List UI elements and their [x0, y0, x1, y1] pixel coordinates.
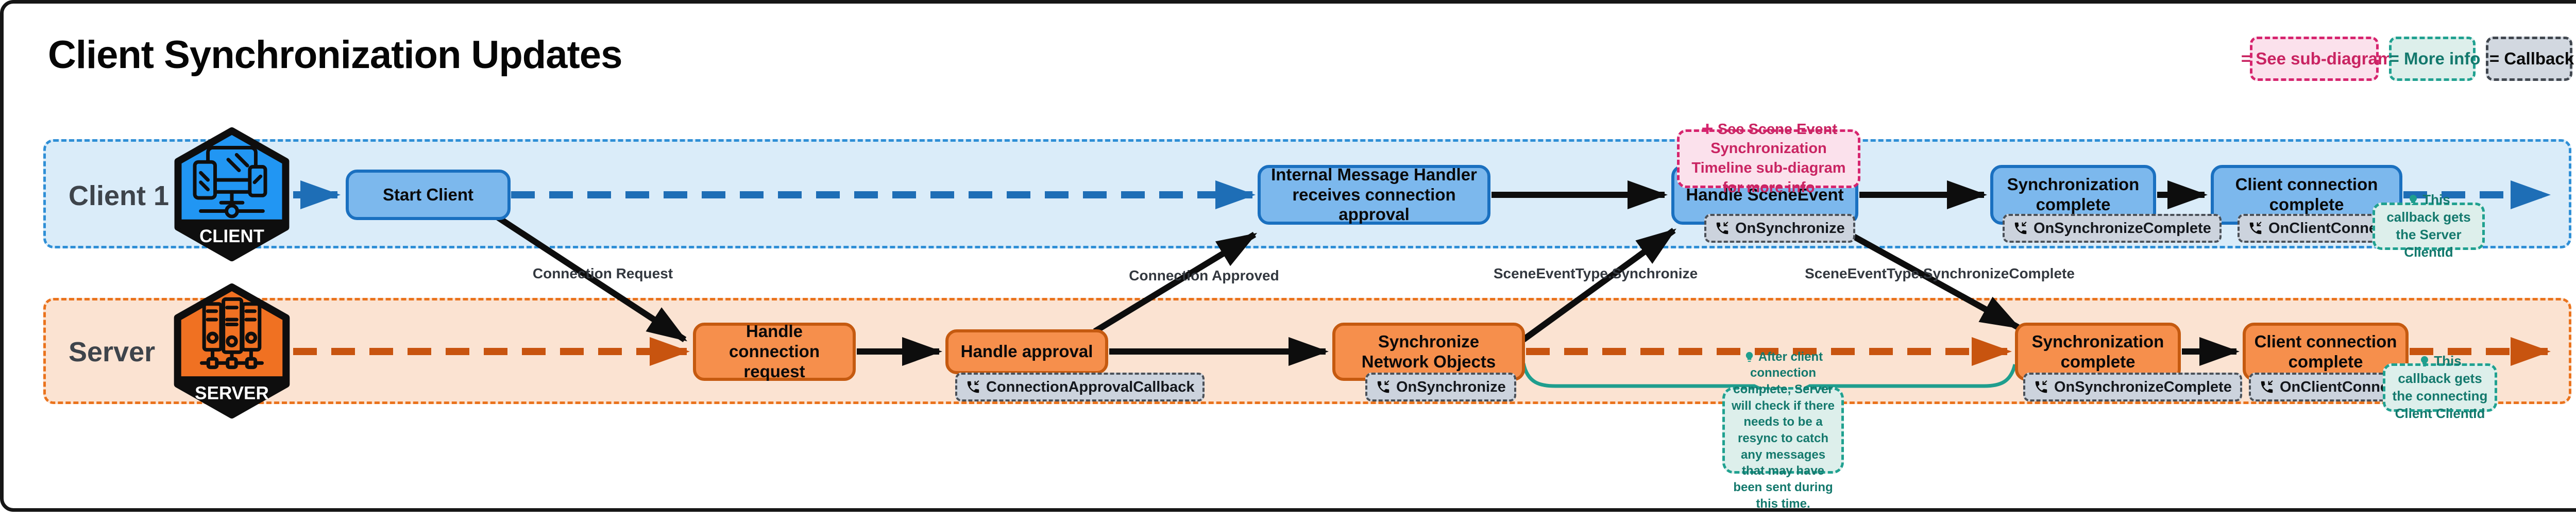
node-internal-message-handler-label: Internal Message Handler receives connec…	[1271, 164, 1477, 224]
node-start-client: Start Client	[346, 170, 511, 220]
note-resync-text: After client connection complete, Server…	[1731, 349, 1835, 511]
phone-callback-icon	[1716, 222, 1728, 235]
lightbulb-icon	[2421, 356, 2429, 367]
node-internal-message-handler: Internal Message Handler receives connec…	[1258, 165, 1490, 225]
note-server-client-id-text: This callback gets the Server ClientId	[2386, 192, 2471, 260]
legend-more-info-label: = More info	[2389, 49, 2481, 68]
edge-label-connection-approved: Connection Approved	[1129, 267, 1279, 283]
server-hexagon-badge: SERVER	[172, 282, 292, 423]
node-client-connection-complete-server: Client connection complete	[2243, 323, 2409, 381]
phone-callback-icon	[2035, 380, 2047, 393]
node-start-client-label: Start Client	[382, 185, 474, 204]
phone-callback-icon	[2261, 380, 2273, 393]
phone-callback-icon	[967, 380, 979, 393]
node-synchronize-network-objects: Synchronize Network Objects	[1332, 323, 1525, 381]
page-title: Client Synchronization Updates	[48, 33, 622, 77]
node-handle-approval: Handle approval	[945, 329, 1108, 374]
node-handle-approval-label: Handle approval	[960, 342, 1093, 361]
edge-label-connection-request: Connection Request	[532, 265, 673, 281]
note-connecting-client-id: This callback gets the connecting Client…	[2383, 353, 2497, 421]
note-resync: After client connection complete, Server…	[1722, 350, 1844, 508]
server-lane-label: Server	[69, 337, 156, 367]
legend-see-sub-diagram: = See sub-diagram	[2241, 37, 2393, 81]
legend-callback: = Callback	[2486, 37, 2574, 81]
node-server-synchronization-complete-label: Synchronization complete	[2031, 331, 2164, 371]
node-client-synchronization-complete-label: Synchronization complete	[2007, 175, 2140, 214]
badge-connection-approval-callback: ConnectionApprovalCallback	[955, 373, 1205, 401]
badge-on-synchronize-server-label: OnSynchronize	[1396, 378, 1506, 395]
edge-label-scene-event-synchronize-complete: SceneEventType.SynchronizeComplete	[1805, 265, 2075, 281]
node-handle-connection-request: Handle connection request	[693, 322, 856, 381]
badge-on-synchronize-complete-client: OnSynchronizeComplete	[2003, 214, 2222, 243]
client-badge-label: CLIENT	[199, 226, 264, 246]
client-hexagon-banner	[178, 219, 286, 258]
legend-see-sub-diagram-label: = See sub-diagram	[2241, 49, 2393, 68]
note-scene-event-sub-diagram-text: See Scene Event Synchronization Timeline…	[1691, 121, 1846, 196]
lightbulb-icon	[1745, 351, 1753, 362]
client-lane-label: Client 1	[69, 180, 170, 211]
client-devices-icon	[193, 145, 267, 219]
edges-overlay	[293, 180, 2551, 401]
badge-on-synchronize-client-label: OnSynchronize	[1735, 220, 1845, 237]
server-hexagon-banner	[177, 376, 286, 415]
note-server-client-id: This callback gets the Server ClientId	[2372, 192, 2485, 260]
client-hexagon-badge: CLIENT	[172, 127, 292, 264]
legend-more-info: = More info	[2389, 37, 2480, 81]
server-badge-label: SERVER	[195, 383, 269, 404]
plus-icon	[1702, 123, 1713, 134]
badge-connection-approval-callback-label: ConnectionApprovalCallback	[986, 378, 1195, 395]
lightbulb-icon	[2410, 195, 2417, 206]
legend-callback-label: = Callback	[2489, 49, 2574, 68]
edge-label-scene-event-synchronize: SceneEventType.Synchronize	[1493, 265, 1698, 281]
phone-callback-icon	[1377, 380, 1389, 393]
server-racks-icon	[199, 297, 264, 370]
badge-on-synchronize-server: OnSynchronize	[1365, 373, 1516, 401]
phone-callback-icon	[2014, 222, 2027, 235]
node-client-connection-complete-server-label: Client connection complete	[2254, 331, 2397, 371]
badge-on-synchronize-complete-server: OnSynchronizeComplete	[2023, 373, 2242, 401]
phone-callback-icon	[2249, 222, 2262, 235]
node-handle-connection-request-label: Handle connection request	[728, 322, 820, 381]
node-client-connection-complete-client-label: Client connection complete	[2235, 175, 2378, 214]
badge-on-synchronize-client: OnSynchronize	[1704, 214, 1855, 243]
note-connecting-client-id-text: This callback gets the connecting Client…	[2392, 353, 2488, 421]
note-scene-event-sub-diagram: See Scene Event Synchronization Timeline…	[1677, 121, 1860, 196]
badge-on-synchronize-complete-server-label: OnSynchronizeComplete	[2054, 378, 2232, 395]
badge-on-synchronize-complete-client-label: OnSynchronizeComplete	[2033, 220, 2211, 237]
node-synchronize-network-objects-label: Synchronize Network Objects	[1361, 331, 1496, 371]
